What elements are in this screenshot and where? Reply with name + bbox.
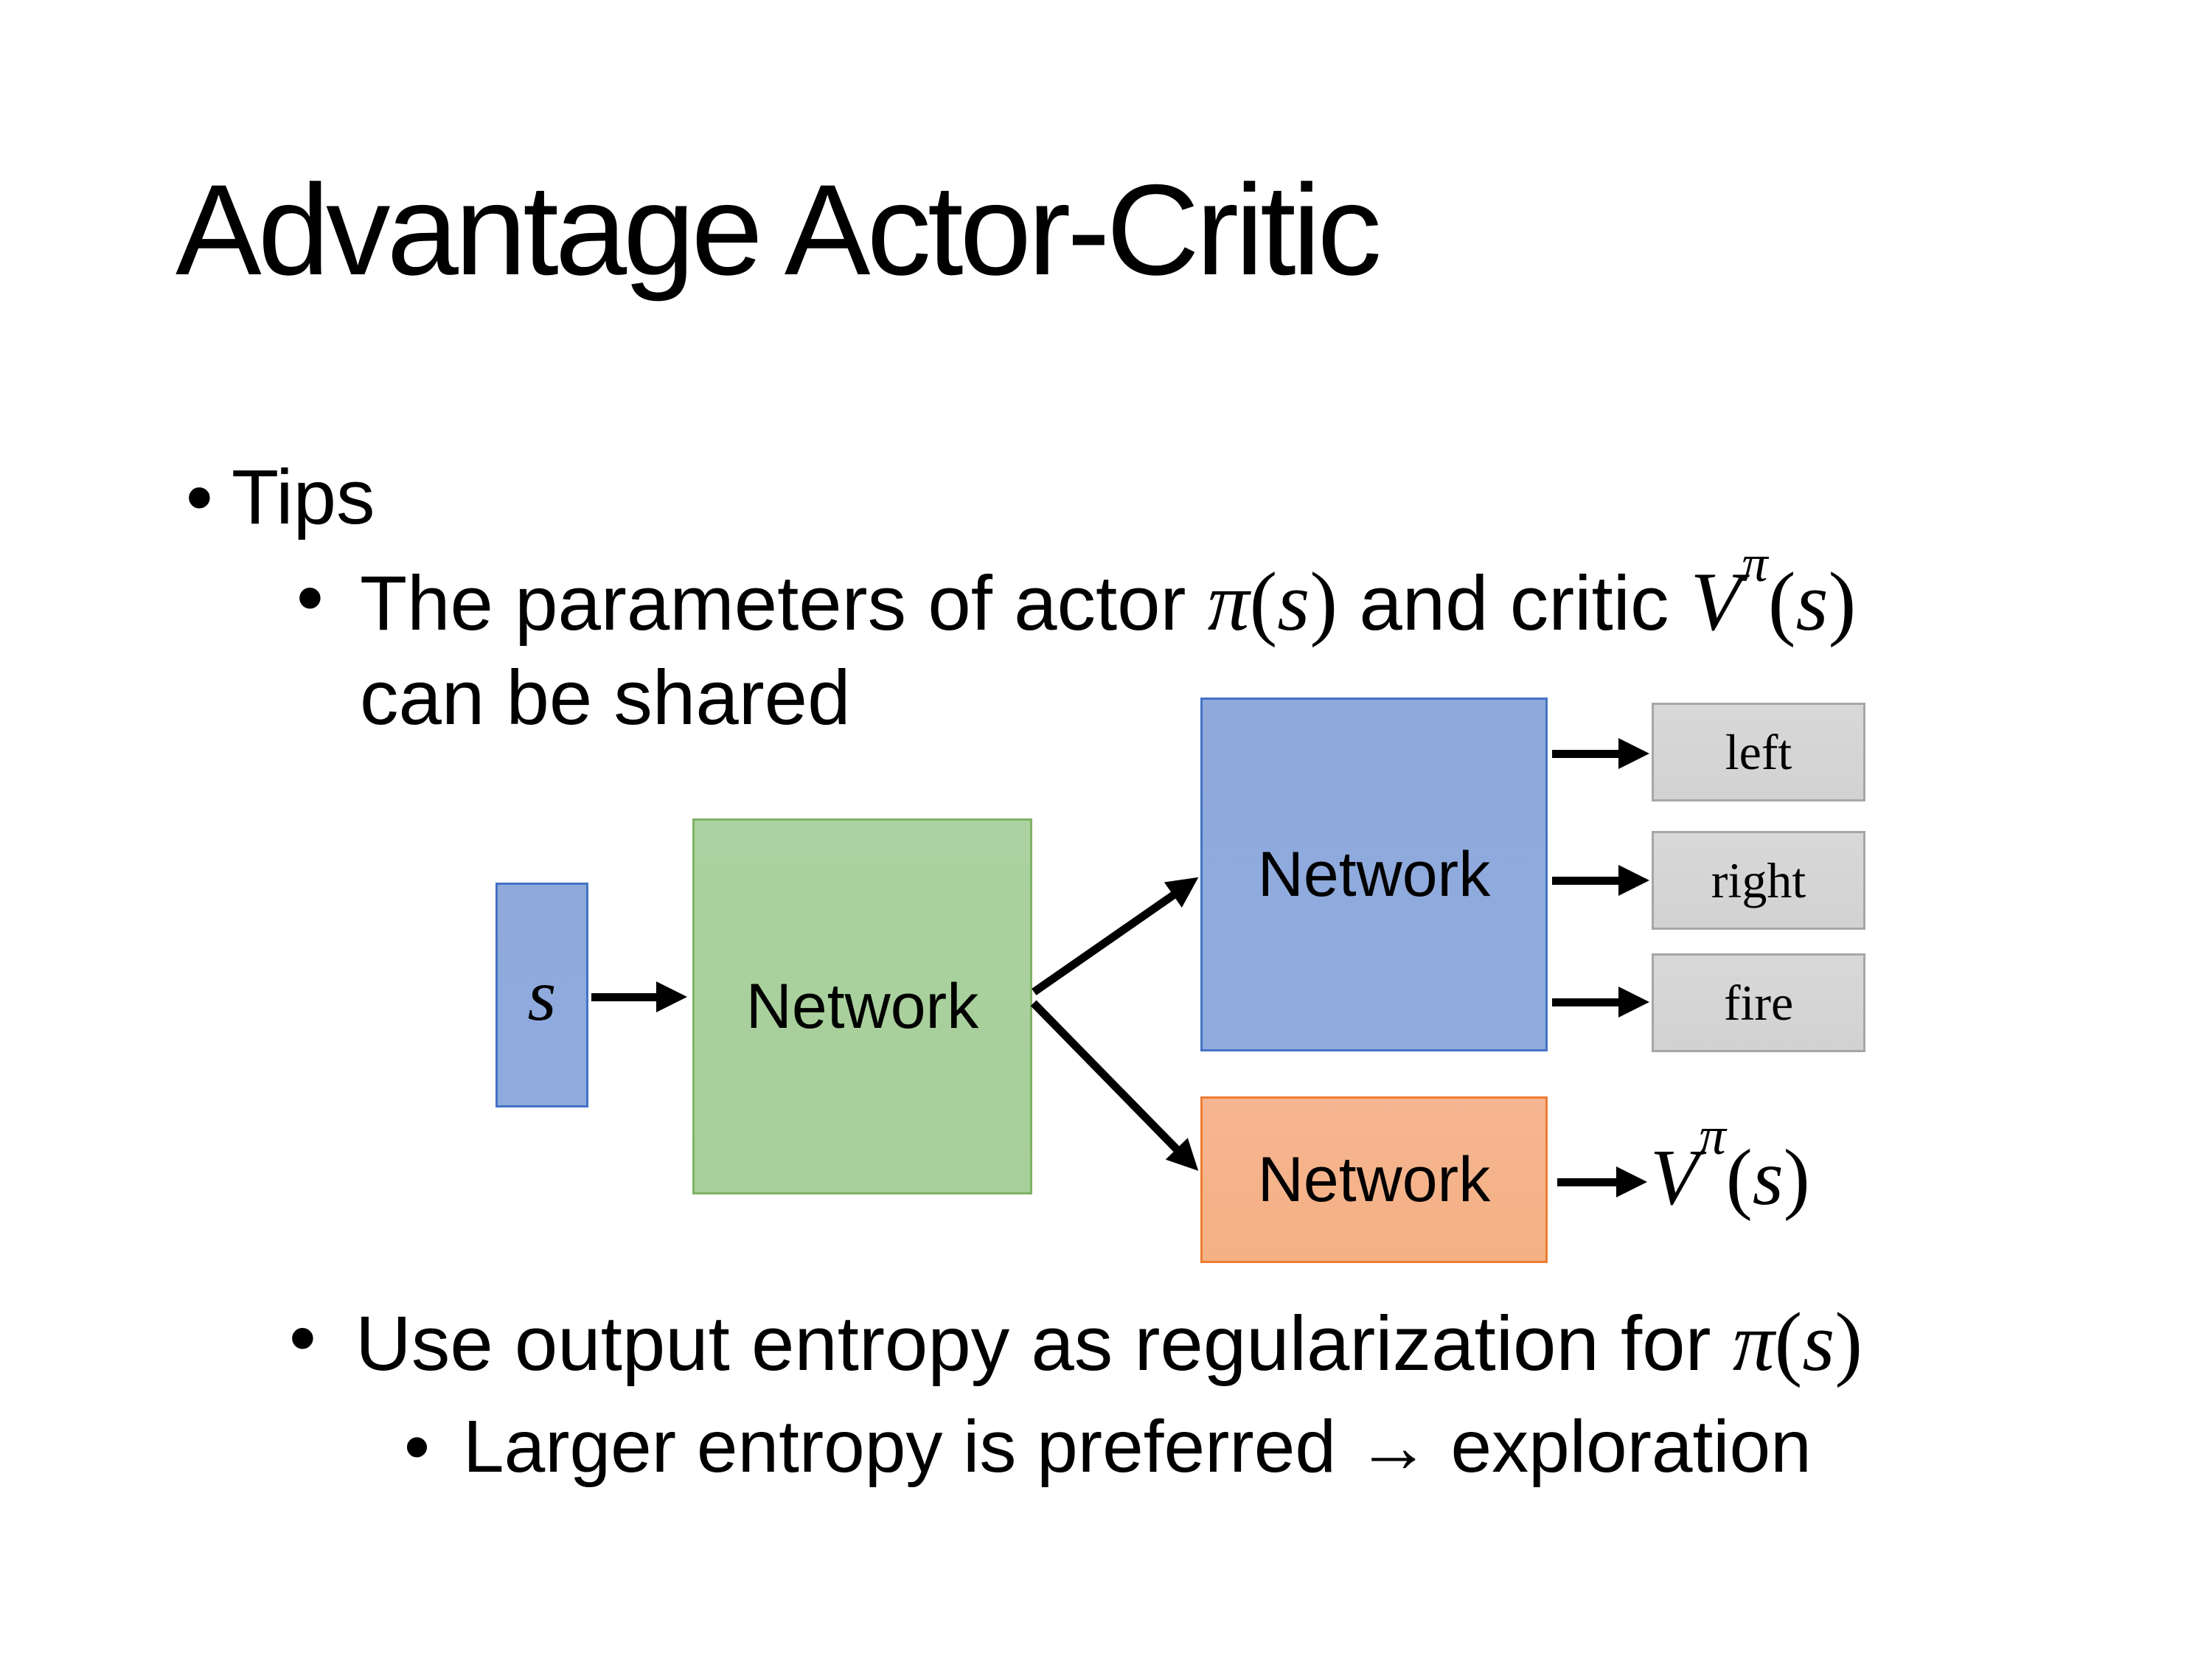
shared-network-label: Network [745,970,979,1042]
bullet-entropy-text: Use output entropy as regularization for… [355,1295,1863,1388]
math-s: s [1802,1295,1835,1388]
actor-network-box: Network [1200,698,1548,1051]
bullet-marker: • [404,1405,431,1488]
action-label-fire: fire [1723,974,1794,1031]
bullet-tips-label: Tips [232,454,375,540]
action-label-left: left [1725,723,1792,780]
math-s: s [1795,555,1829,648]
math-pi: π [1207,555,1250,648]
action-box-left: left [1652,703,1865,801]
arrowhead-icon [656,981,687,1012]
math-pi: π [1732,1295,1775,1388]
arrowhead-icon [1618,987,1649,1018]
action-box-right: right [1652,831,1865,930]
arrow-shared-to-actor-network [1031,864,1208,995]
bullet-marker: • [186,454,213,540]
bullet-tips: • Tips [186,451,375,544]
arrowhead-icon [1618,738,1649,769]
arrowhead-icon [1618,865,1649,896]
bullet-parameters-line2: can be shared [360,655,851,742]
state-input-box: s [495,883,588,1107]
action-label-right: right [1711,852,1806,908]
arrowhead-icon [1616,1166,1647,1197]
math-pi-superscript: π [1741,535,1768,594]
bullet-larger-entropy: • Larger entropy is preferred → explorat… [404,1402,1812,1491]
critic-output-value: Vπ(s) [1650,1106,1810,1222]
arrow-shared-to-critic-network [1031,1000,1210,1182]
math-V: V [1650,1134,1699,1222]
math-V: V [1690,555,1742,648]
math-pi-superscript: π [1698,1106,1726,1166]
bullet-entropy-regularization: • Use output entropy as regularization f… [289,1292,1863,1392]
bullet-parameters-text: The parameters of actor π(s) and critic … [360,535,1857,742]
page-title: Advantage Actor-Critic [175,159,1382,302]
bullet-marker: • [289,1295,316,1381]
state-input-label: s [527,954,557,1036]
actor-network-label: Network [1257,838,1491,910]
shared-network-box: Network [692,818,1032,1194]
bullet-parameters-shared: • The parameters of actor π(s) and criti… [296,535,1857,745]
math-s: s [1277,555,1310,648]
action-box-fire: fire [1652,953,1865,1052]
math-s: s [1752,1134,1784,1222]
critic-network-label: Network [1257,1144,1491,1215]
bullet-marker: • [296,554,324,641]
critic-network-box: Network [1200,1096,1548,1263]
bullet-larger-entropy-text: Larger entropy is preferred → exploratio… [463,1405,1812,1488]
